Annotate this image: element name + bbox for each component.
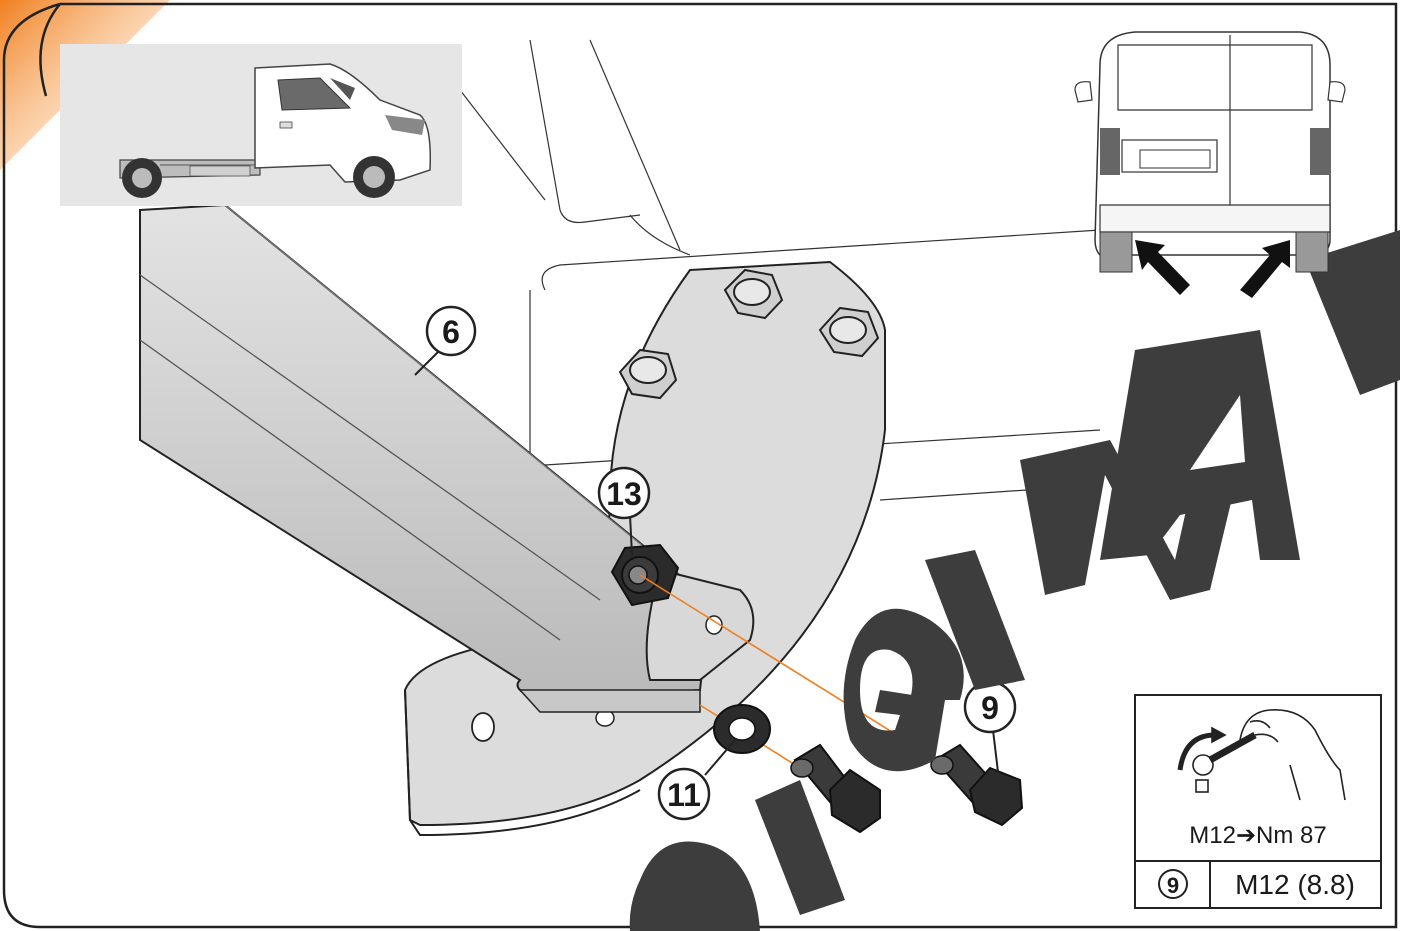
inset-truck-view <box>60 44 462 206</box>
arrow-icon <box>1240 240 1290 298</box>
washer <box>713 704 771 754</box>
callout-label: 13 <box>606 476 642 512</box>
bolt <box>930 743 1024 827</box>
hex-bolt-head <box>723 268 784 320</box>
callout-11: 11 <box>657 739 736 821</box>
plate-bolts <box>618 268 880 400</box>
callout-13: 13 <box>597 466 651 556</box>
truck-illustration <box>119 63 432 198</box>
watermark <box>629 230 1400 931</box>
torque-spec: M12➔Nm 87 <box>1189 822 1326 849</box>
arrow-icon <box>1135 240 1190 295</box>
callout-label: 11 <box>667 777 701 813</box>
hex-bolt-head <box>618 348 678 400</box>
ref-number: 9 <box>1167 873 1179 898</box>
frame-corner-arc <box>39 3 61 97</box>
plate-hole <box>471 712 495 742</box>
torque-wrench-icon <box>1177 709 1346 801</box>
callout-6: 6 <box>414 305 477 376</box>
inset-van-rear-view <box>1074 31 1346 298</box>
callout-label: 6 <box>442 314 460 350</box>
callout-label: 9 <box>981 690 999 726</box>
bolt-spec: M12 (8.8) <box>1235 869 1355 900</box>
bolt <box>790 743 881 834</box>
tow-bar-beam <box>139 203 755 713</box>
hex-bolt-head <box>818 306 880 358</box>
torque-info-box: M12➔Nm 87 9 M12 (8.8) <box>1134 694 1382 909</box>
